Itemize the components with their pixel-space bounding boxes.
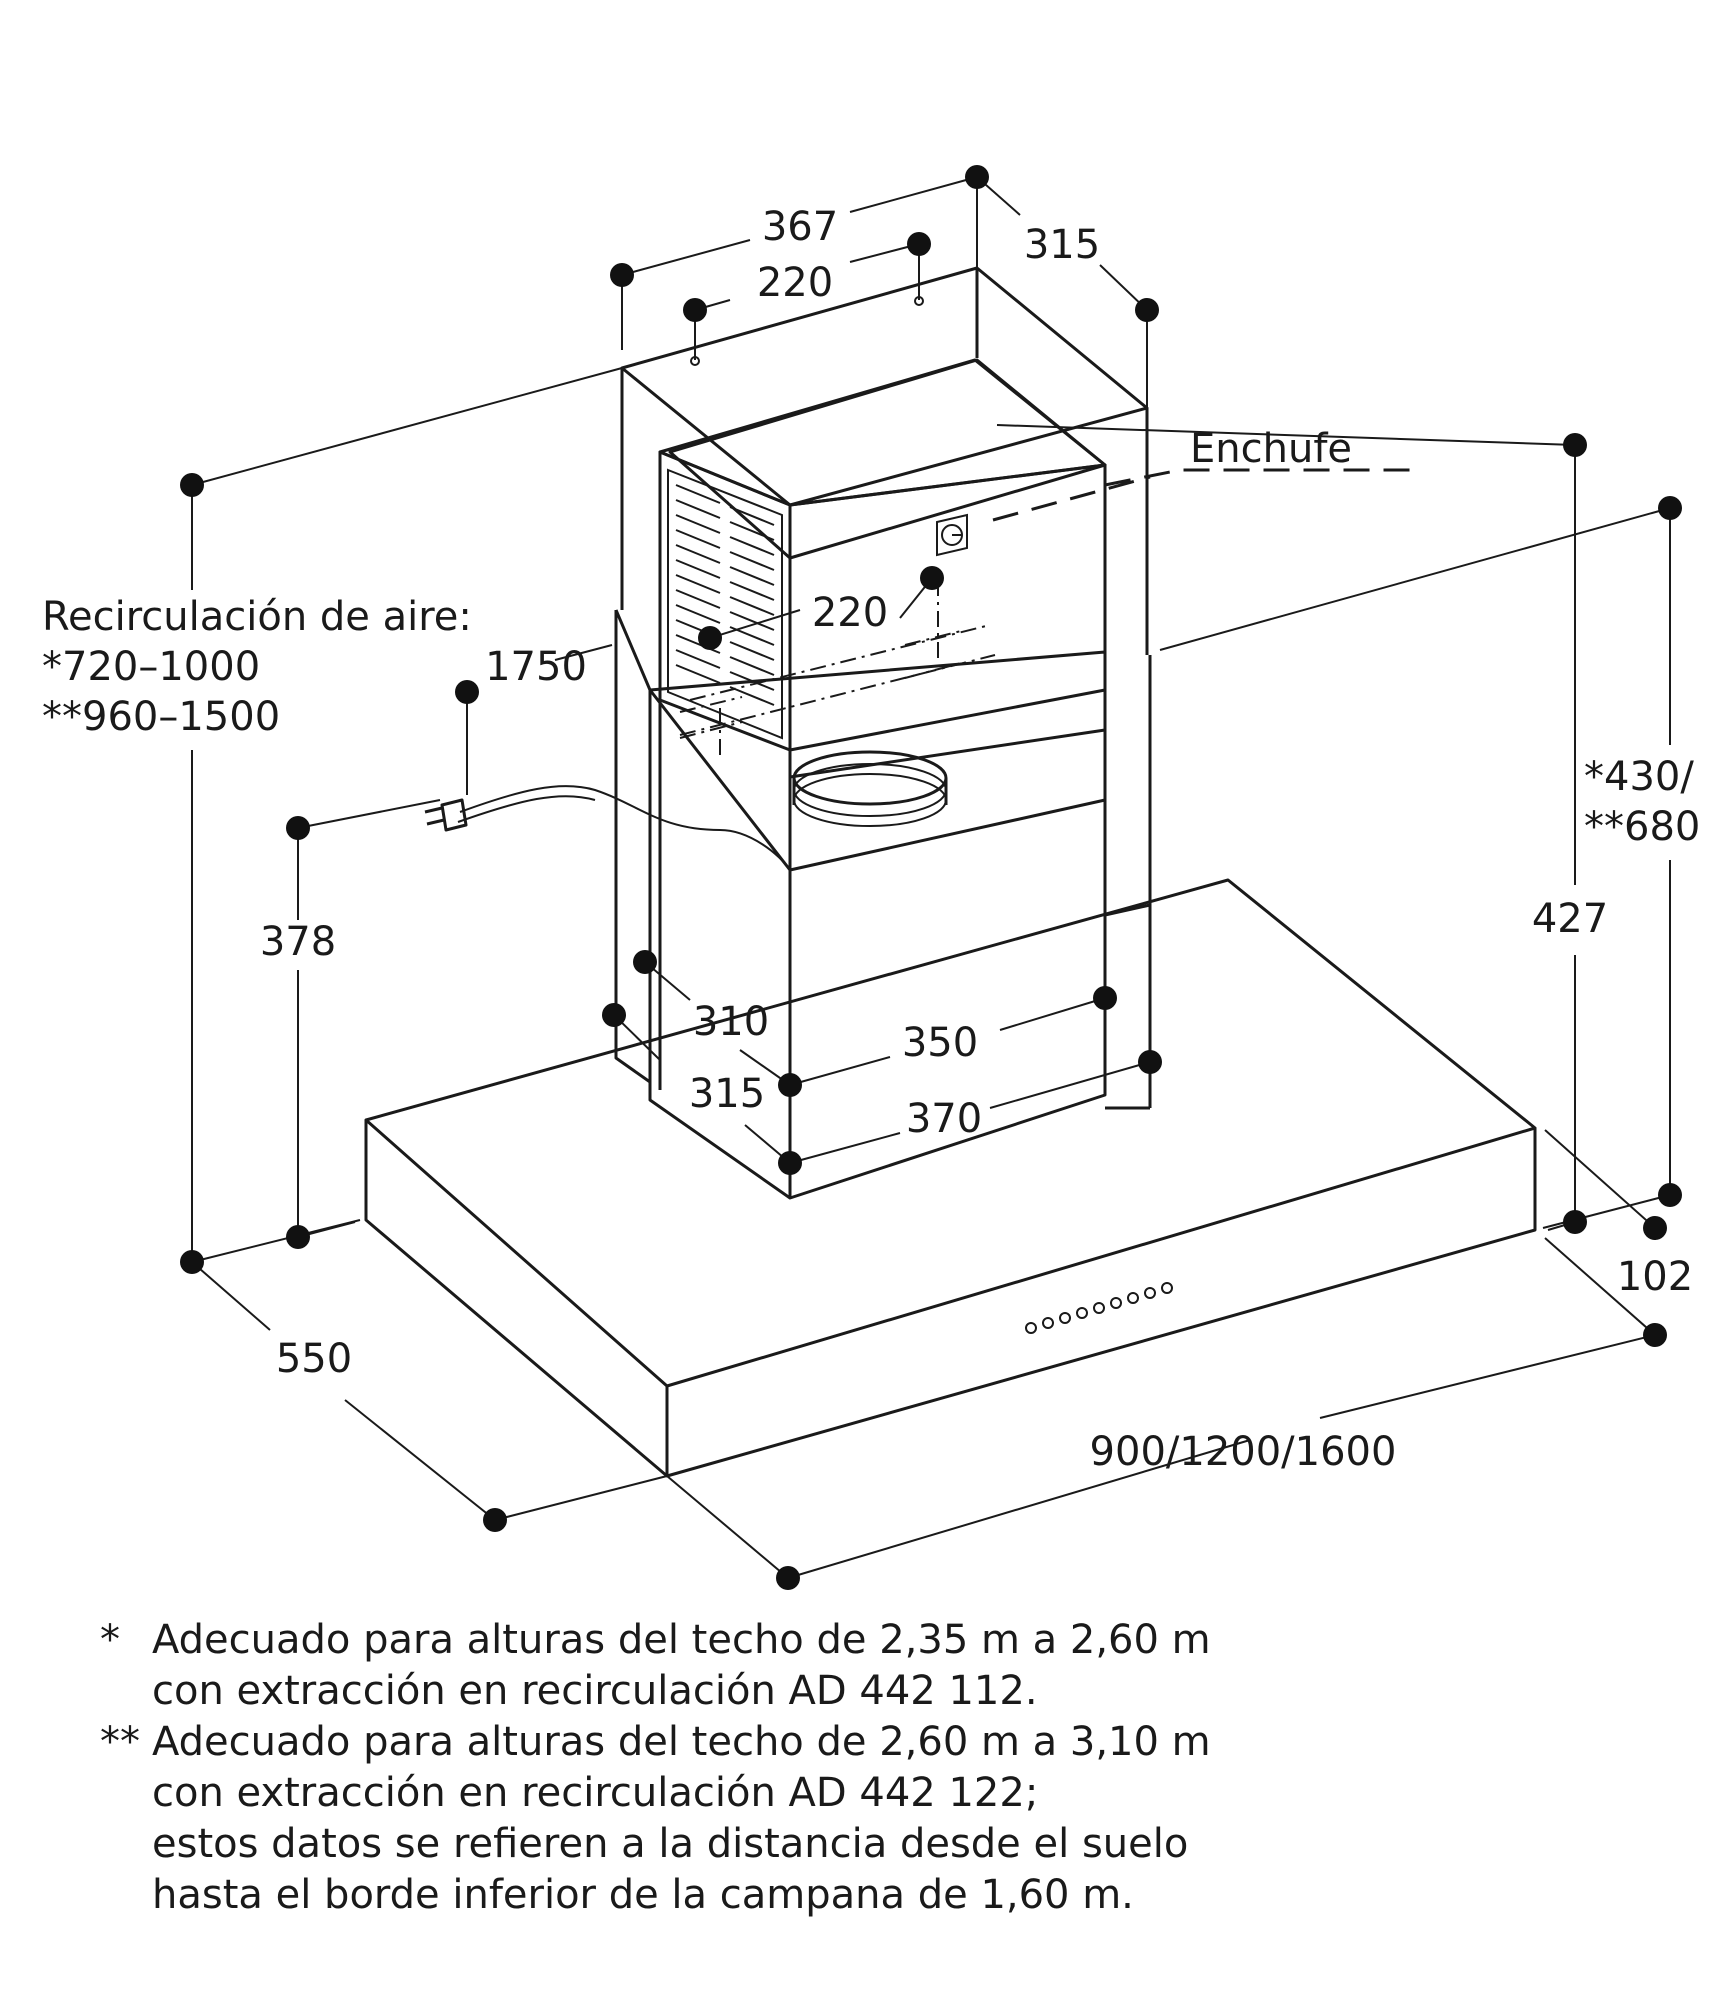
dim-canopy-height: 102	[1617, 1254, 1693, 1300]
footnote-line: hasta el borde inferior de la campana de…	[152, 1872, 1134, 1918]
fan-ring	[792, 750, 948, 827]
footnote-line: estos datos se refieren a la distancia d…	[152, 1821, 1189, 1867]
footnote-line: Adecuado para alturas del techo de 2,35 …	[152, 1617, 1211, 1663]
dim-lower-width-outer: 370	[906, 1096, 982, 1142]
footnote-mark: **	[100, 1719, 140, 1765]
dim-inner-spacing: 220	[812, 590, 888, 636]
footnote-double-star: ** Adecuado para alturas del techo de 2,…	[100, 1717, 1660, 1921]
dim-lower-depth: 310	[693, 999, 769, 1045]
dim-lower-width: 350	[902, 1020, 978, 1066]
control-buttons	[1025, 1282, 1173, 1334]
dimension-drawing: 367 220 315 Enchufe 220 Recirculación de…	[42, 165, 1700, 1590]
dim-hood-to-plug: 427	[1532, 896, 1608, 942]
dim-bracket-spacing: 220	[757, 260, 833, 306]
footnote-line: con extracción en recirculación AD 442 1…	[152, 1668, 1038, 1714]
dim-lower-depth-outer: 315	[689, 1071, 765, 1117]
footnote-single-star: * Adecuado para alturas del techo de 2,3…	[100, 1615, 1660, 1717]
footnote-mark: *	[100, 1617, 120, 1663]
power-cable	[457, 785, 791, 871]
dim-total-height: 1750	[485, 644, 587, 690]
hidden-fixings	[679, 580, 996, 755]
label-plug: Enchufe	[1190, 426, 1352, 472]
recirculation-box	[658, 358, 1107, 870]
dim-canopy-depth: 550	[276, 1336, 352, 1382]
label-recirc-option-1: *720–1000	[42, 644, 260, 690]
dim-recirc-extension-2: **680	[1584, 804, 1700, 850]
dimension-dots	[180, 165, 1682, 1590]
plug-reference-line	[992, 468, 1420, 522]
footnote-line: con extracción en recirculación AD 442 1…	[152, 1770, 1039, 1816]
footnote-line: Adecuado para alturas del techo de 2,60 …	[152, 1719, 1211, 1765]
filter-grille	[675, 484, 775, 706]
dim-canopy-width: 900/1200/1600	[1090, 1429, 1397, 1475]
dimension-lines	[191, 176, 1671, 1579]
dim-chimney-depth-top: 315	[1024, 222, 1100, 268]
label-recirc-title: Recirculación de aire:	[42, 594, 472, 640]
dim-cable-height: 378	[260, 919, 336, 965]
label-recirc-option-2: **960–1500	[42, 694, 280, 740]
footnotes: * Adecuado para alturas del techo de 2,3…	[100, 1615, 1660, 1921]
canopy	[364, 878, 1537, 1478]
socket-icon	[936, 513, 968, 557]
dim-recirc-extension-1: *430/	[1584, 754, 1694, 800]
dim-chimney-width-top: 367	[762, 204, 838, 250]
plug-icon	[424, 798, 468, 832]
lower-chimney	[614, 609, 1152, 1200]
